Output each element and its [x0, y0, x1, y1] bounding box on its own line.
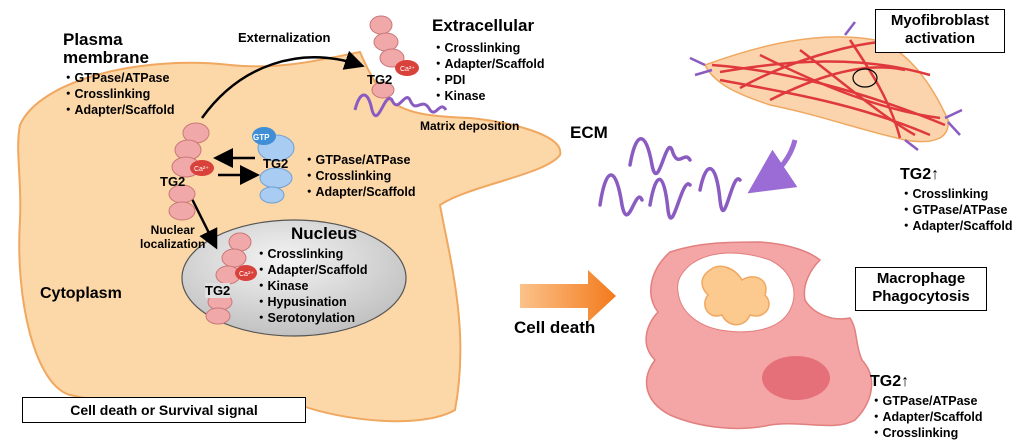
macrophage-nucleus — [762, 356, 830, 400]
actin-fibers — [711, 39, 946, 139]
ca-bead — [190, 160, 214, 176]
tg2-membrane-label: TG2 — [160, 174, 186, 189]
gtp-tg2-list: ・GTPase/ATPase・Crosslinking・Adapter/Scaf… — [303, 153, 416, 199]
tg2-extracellular-label: TG2 — [367, 72, 393, 87]
ca-label: Ca²⁺ — [194, 166, 209, 173]
ca-label: Ca²⁺ — [400, 66, 415, 73]
ecm-label: ECM — [570, 123, 608, 142]
ecm-feedback-arrow — [747, 139, 798, 194]
externalization-arrow — [200, 50, 365, 119]
tg2-gtp-label: TG2 — [263, 156, 289, 171]
focal-point — [852, 68, 878, 88]
tg2-nuclear-protein — [205, 232, 257, 325]
myofibroblast-list: ・Crosslinking・GTPase/ATPase・Adapter/Scaf… — [900, 187, 1013, 233]
ecm-fibers — [598, 137, 742, 220]
extracellular-list: ・Crosslinking・Adapter/Scaffold ・PDI・Kina… — [432, 41, 545, 103]
externalization-label: Externalization — [238, 30, 331, 45]
extracellular-title: Extracellular — [432, 16, 535, 35]
apoptotic-body — [701, 265, 770, 326]
matrix-deposition-label: Matrix deposition — [420, 119, 520, 133]
tg2-nucleus-label: TG2 — [205, 283, 231, 298]
tg2-up-macrophage: TG2↑ — [870, 373, 910, 390]
nucleus-list: ・Crosslinking・Adapter/Scaffold・Kinase ・H… — [255, 247, 368, 325]
plasma-membrane-list: ・GTPase/ATPase・Crosslinking・Adapter/Scaf… — [62, 71, 175, 117]
matrix-fiber — [353, 93, 448, 118]
gtp-bead — [252, 127, 276, 145]
myofibroblast-cell — [703, 36, 949, 143]
tg2-extracellular-protein — [369, 15, 419, 99]
gtp-label: GTP — [253, 133, 270, 142]
ca-bead — [395, 60, 419, 76]
ca-label: Ca²⁺ — [239, 271, 254, 278]
nucleus-title: Nucleus — [291, 224, 358, 243]
macrophage-list: ・GTPase/ATPase・Adapter/Scaffold・Crosslin… — [870, 394, 983, 440]
cell-death-survival-box: Cell death or Survival signal — [22, 397, 306, 423]
cell-death-label: Cell death — [514, 318, 596, 337]
tg2-up-myofibroblast: TG2↑ — [900, 166, 940, 183]
tg2-membrane-protein — [168, 122, 214, 221]
nuclear-localization-arrow — [188, 194, 218, 250]
tg2-gtp-bound-protein — [252, 127, 295, 204]
cell-death-arrow — [520, 270, 616, 322]
cytoplasm-label: Cytoplasm — [40, 285, 122, 302]
ca-bead — [235, 265, 257, 281]
